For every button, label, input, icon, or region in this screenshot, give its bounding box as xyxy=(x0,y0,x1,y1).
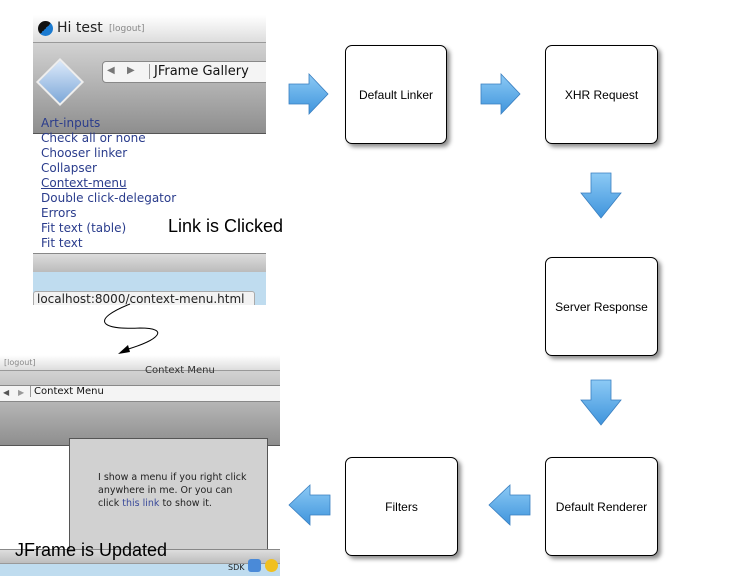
list-link[interactable]: Check all or none xyxy=(41,131,146,145)
list-link-active[interactable]: Context-menu xyxy=(41,176,127,190)
step-default-renderer: Default Renderer xyxy=(545,457,658,556)
location-text: Context Menu xyxy=(30,386,104,397)
gallery-list: Art-inputs Check all or none Chooser lin… xyxy=(41,116,176,251)
forward-icon[interactable]: ▶ xyxy=(18,388,25,397)
gallery-screenshot: Hi test [logout] ◀ ▶ JFrame Gallery Art-… xyxy=(33,15,266,305)
status-bar: localhost:8000/context-menu.html xyxy=(33,291,255,305)
arrow-left-icon xyxy=(488,484,531,526)
list-link[interactable]: Collapser xyxy=(41,161,97,175)
panel-text: I show a menu if you right click anywher… xyxy=(98,471,248,510)
footer-bar xyxy=(0,549,280,564)
location-text: JFrame Gallery xyxy=(149,64,249,79)
list-link[interactable]: Fit text xyxy=(41,236,83,250)
back-icon[interactable]: ◀ xyxy=(107,65,115,76)
arrow-down-icon xyxy=(580,172,622,219)
context-menu-screenshot: [logout] Context Menu ◀ ▶ Context Menu I… xyxy=(0,355,280,576)
list-link[interactable]: Double click-delegator xyxy=(41,191,177,205)
dock-bar xyxy=(0,563,280,576)
logo-icon xyxy=(38,21,53,36)
logout-link[interactable]: [logout] xyxy=(4,358,36,367)
window-title: Context Menu xyxy=(145,365,215,376)
panel-text-tail: to show it. xyxy=(159,498,212,509)
step-filters: Filters xyxy=(345,457,458,556)
step-xhr-request: XHR Request xyxy=(545,45,658,144)
caption-link-clicked: Link is Clicked xyxy=(168,216,284,236)
sdk-label[interactable]: SDK xyxy=(228,563,245,572)
title-bar: [logout] xyxy=(0,355,280,371)
status-url: localhost:8000/context-menu.html xyxy=(37,292,245,305)
list-link[interactable]: Fit text (table) xyxy=(41,221,127,235)
list-link[interactable]: Chooser linker xyxy=(41,146,128,160)
panel-text-body: I show a menu if you right click anywher… xyxy=(98,472,247,509)
greeting: Hi test xyxy=(57,20,103,36)
title-bar: Hi test [logout] xyxy=(33,15,266,43)
logout-link[interactable]: [logout] xyxy=(109,24,145,34)
step-default-linker: Default Linker xyxy=(345,45,447,144)
arrow-right-icon xyxy=(288,72,329,116)
arrow-down-icon xyxy=(580,379,622,426)
app-dock-icon-2[interactable] xyxy=(265,559,278,572)
toolbar: ◀ ▶ JFrame Gallery xyxy=(33,43,266,134)
curved-arrow xyxy=(104,303,159,354)
back-icon[interactable]: ◀ xyxy=(3,388,10,397)
step-server-response: Server Response xyxy=(545,257,658,356)
context-menu-panel[interactable]: I show a menu if you right click anywher… xyxy=(69,438,268,552)
list-link[interactable]: Errors xyxy=(41,206,77,220)
caption-jframe-updated: JFrame is Updated xyxy=(15,540,168,560)
arrow-right-icon xyxy=(480,72,521,116)
this-link[interactable]: this link xyxy=(122,498,160,509)
arrow-left-icon xyxy=(288,484,331,526)
forward-icon[interactable]: ▶ xyxy=(127,65,135,76)
location-bar: ◀ ▶ JFrame Gallery xyxy=(102,61,266,83)
toolbar: Context Menu ◀ ▶ Context Menu xyxy=(0,365,280,446)
app-dock-icon[interactable] xyxy=(248,559,261,572)
list-link[interactable]: Art-inputs xyxy=(41,116,101,130)
location-bar: ◀ ▶ Context Menu xyxy=(0,385,280,402)
footer-bar xyxy=(33,253,266,272)
